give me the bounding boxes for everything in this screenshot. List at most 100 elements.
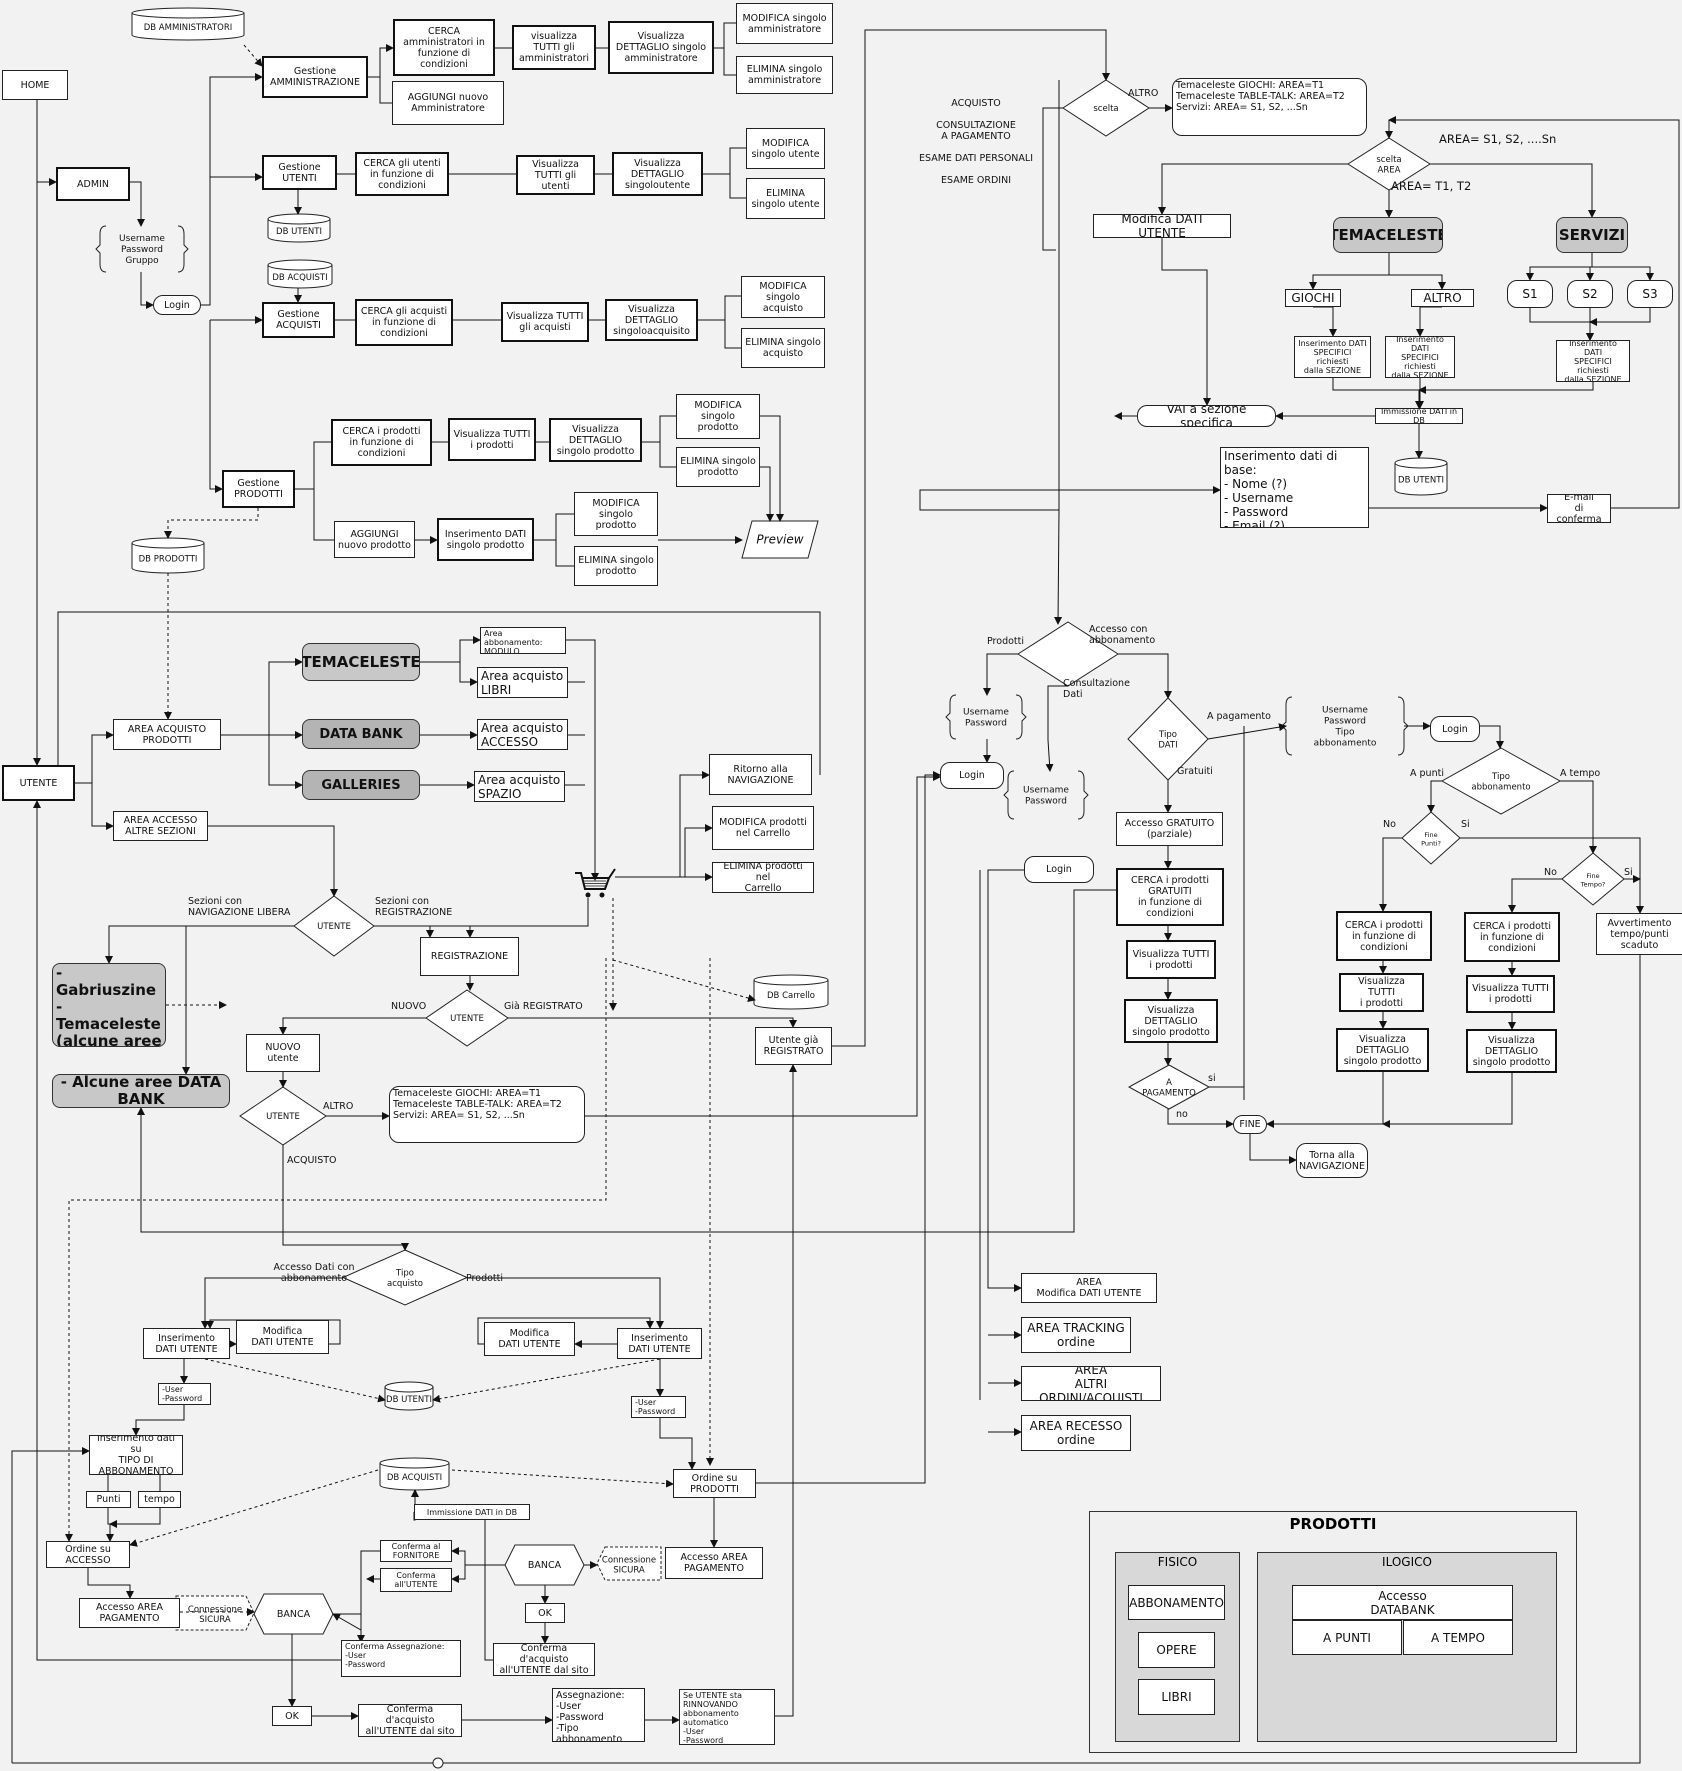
database-label: DB ACQUISTI [272, 273, 327, 283]
node-s3: S3 [1627, 280, 1673, 308]
connector-line [65, 958, 607, 1542]
node-admin: ADMIN [56, 167, 130, 201]
connector-line [279, 1017, 426, 1035]
node-fine: FINE [1233, 1115, 1267, 1134]
decision-label: Punti? [1421, 839, 1441, 847]
credentials-label: Username [1322, 706, 1368, 716]
connector-line [1054, 80, 1063, 625]
node-mod-dati-ut-l: Modifica DATI UTENTE [236, 1320, 329, 1354]
node-home: HOME [2, 70, 68, 100]
connector-line [555, 540, 574, 567]
connector-line [106, 1508, 114, 1542]
connector-line [1249, 1134, 1297, 1164]
connector-line [729, 174, 746, 199]
node-gest-amm: Gestione AMMINISTRAZIONE [262, 56, 368, 98]
node-temaceleste-info-r: Temaceleste GIOCHI: AREA=T1 Temaceleste … [1172, 78, 1367, 136]
connector-line [164, 508, 259, 539]
connector-line [642, 415, 676, 443]
decision-label: Fine [1586, 872, 1599, 880]
decision-d-utente3: UTENTE [239, 1086, 327, 1146]
decision-label: Tipo [395, 1268, 414, 1278]
connector-line [1042, 107, 1063, 251]
connector-line [467, 1277, 664, 1329]
connector-line [1480, 725, 1504, 749]
connector-line [132, 1405, 185, 1436]
decision-label: Tipo [1491, 772, 1510, 782]
node-elim-prod: ELIMINA singolo prodotto [676, 447, 760, 487]
decision-label: scelta [1093, 104, 1118, 114]
node-cerca-grat: CERCA i prodotti GRATUITI in funzione di… [1116, 868, 1224, 926]
connector-line [91, 783, 114, 830]
node-area-acq-spazio: Area acquisto SPAZIO [474, 771, 565, 802]
node-ins-dati-ut-r: Inserimento DATI UTENTE [617, 1328, 702, 1359]
label-lb-si2: Si [1624, 867, 1633, 878]
node-lg-libri: LIBRI [1138, 1679, 1215, 1715]
node-vis-tutti-ut: Visualizza TUTTI gli utenti [516, 155, 595, 195]
connector-line [1266, 1072, 1384, 1128]
node-giochi: GIOCHI [1285, 289, 1341, 307]
label-lb-a-punti: A punti [1410, 768, 1444, 779]
label-lb-a-tempo: A tempo [1560, 768, 1601, 779]
connector-line [109, 1508, 161, 1528]
node-ritorno-nav: Ritorno alla NAVIGAZIONE [709, 754, 812, 795]
decision-label: abbonamento [1471, 782, 1530, 792]
node-mod-prod: MODIFICA singolo prodotto [676, 394, 760, 439]
decision-label: A [1166, 1078, 1172, 1088]
label-lb-area-s: AREA= S1, S2, ....Sn [1439, 132, 1557, 146]
credentials-label: Password [1025, 797, 1067, 807]
decision-label: acquisto [387, 1279, 423, 1289]
connector-line [714, 22, 736, 49]
connector-line [130, 181, 145, 227]
node-user-pw-r: -User -Password [631, 1396, 686, 1418]
node-lg-abb: ABBONAMENTO [1128, 1585, 1225, 1620]
node-assegnazione: Assegnazione: -User -Password -Tipo abbo… [552, 1688, 645, 1742]
connector-line [919, 486, 1221, 511]
credentials-label: Tipo [1335, 728, 1355, 738]
label-lb-a-pag: A pagamento [1207, 711, 1271, 722]
node-conf-assegn: Conferma Assegnazione: -User -Password [341, 1640, 461, 1677]
node-gabriuszine: - Gabriuszine - Temaceleste (alcune aree… [52, 963, 166, 1047]
decision-label: UTENTE [317, 922, 351, 932]
node-ordine-prodotti: Ordine su PRODOTTI [673, 1469, 756, 1498]
node-tempo: tempo [138, 1491, 181, 1508]
database-label: DB ACQUISTI [387, 1473, 442, 1483]
node-lg-opere: OPERE [1138, 1632, 1215, 1668]
node-cerca-amm: CERCA amministratori in funzione di cond… [393, 19, 495, 76]
node-immissione-db-r: Immissione DATI in DB [1375, 408, 1463, 424]
node-rinnovando: Se UTENTE sta RINNOVANDO abbonamento aut… [679, 1689, 775, 1745]
node-elim-prod2: ELIMINA singolo prodotto [574, 546, 658, 586]
label-lb-altro-r: ALTRO [1128, 88, 1159, 99]
node-acc-area-pag-r: Accesso AREA PAGAMENTO [665, 1547, 763, 1579]
node-acc-area-pag-l: Accesso AREA PAGAMENTO [79, 1598, 180, 1628]
node-nuovo-utente: NUOVO utente [246, 1034, 320, 1072]
credentials-label: Password [965, 719, 1007, 729]
node-utente-gia-reg: Utente già REGISTRATO [755, 1027, 832, 1065]
node-ordine-accesso: Ordine su ACCESSO [46, 1541, 130, 1568]
connector-line [612, 959, 756, 1002]
label-lb-si3: si [1208, 1073, 1216, 1084]
node-vis-det-amm: Visualizza DETTAGLIO singolo amministrat… [608, 21, 714, 74]
node-conf-acq-r: Conferma d'acquisto all'UTENTE dal sito [493, 1643, 595, 1676]
node-agg-prod: AGGIUNGI nuovo prodotto [334, 521, 415, 558]
connector-line [1529, 308, 1594, 341]
decision-label: PAGAMENTO [1142, 1088, 1196, 1098]
node-elim-acq: ELIMINA singolo acquisto [741, 328, 825, 368]
node-galleries-l: GALLERIES [302, 770, 420, 800]
node-cerca-prod: CERCA i prodotti in funzione di condizio… [331, 419, 432, 466]
node-ok-r: OK [525, 1603, 565, 1623]
connector-line [105, 925, 294, 964]
node-elim-amm: ELIMINA singolo amministratore [736, 56, 833, 94]
label-lb-gia-reg: Già REGISTRATO [504, 1001, 583, 1012]
secure-connection-label: Connessione [188, 1605, 242, 1615]
node-vai-sezione: VAI a sezione specifica [1137, 405, 1276, 427]
node-servizi-r: SERVIZI [1556, 217, 1628, 253]
connector-line [1389, 274, 1446, 290]
label-lb-altro-l: ALTRO [323, 1101, 354, 1112]
node-vis-tutti-tempo: Visualizza TUTTI i prodotti [1466, 975, 1555, 1013]
connector-line [983, 653, 1018, 696]
secure-connection-label: SICURA [199, 1615, 231, 1625]
